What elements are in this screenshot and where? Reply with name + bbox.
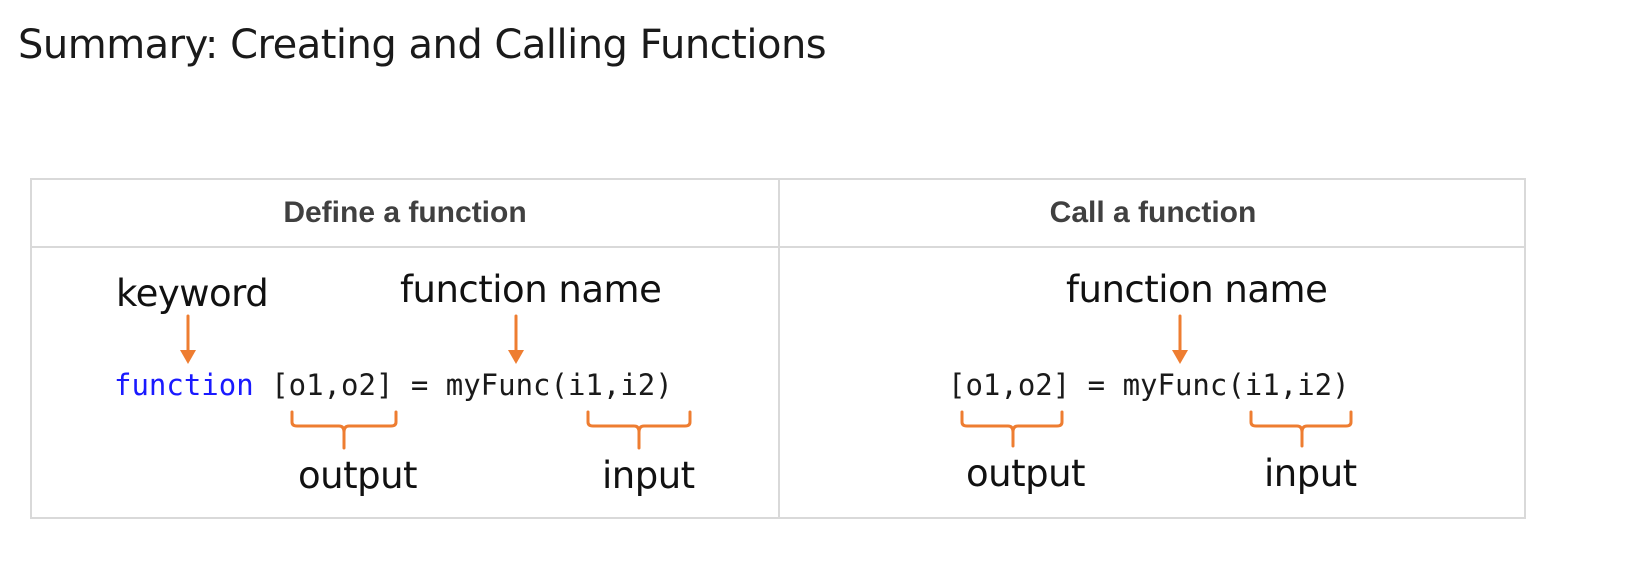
output-brace-icon-call xyxy=(960,410,1064,448)
function-name-arrowhead-icon-define xyxy=(508,350,524,364)
function-name-arrowhead-icon-call xyxy=(1172,350,1188,364)
input-label-call: input xyxy=(1264,452,1357,495)
column-divider xyxy=(778,180,780,517)
annotations xyxy=(180,314,1353,450)
column-header-define: Define a function xyxy=(283,196,527,229)
code-signature: [o1,o2] = myFunc(i1,i2) xyxy=(253,368,673,402)
input-brace-icon-call xyxy=(1249,410,1353,448)
output-brace-icon-define xyxy=(290,410,398,450)
function-name-label-call: function name xyxy=(1066,268,1328,311)
function-name-label-define: function name xyxy=(400,268,662,311)
input-brace-icon-define xyxy=(586,410,692,450)
keyword-arrowhead-icon xyxy=(180,350,196,364)
page-title: Summary: Creating and Calling Functions xyxy=(18,22,827,68)
column-header-call: Call a function xyxy=(1049,196,1257,229)
keyword-label: keyword xyxy=(116,272,269,315)
summary-table: Define a function Call a function keywor… xyxy=(30,178,1526,519)
function-definition-code: function [o1,o2] = myFunc(i1,i2) xyxy=(114,368,673,402)
output-label-define: output xyxy=(298,454,418,497)
output-label-call: output xyxy=(966,452,1086,495)
input-label-define: input xyxy=(602,454,695,497)
function-call-code: [o1,o2] = myFunc(i1,i2) xyxy=(948,368,1350,402)
code-keyword: function xyxy=(114,368,254,402)
